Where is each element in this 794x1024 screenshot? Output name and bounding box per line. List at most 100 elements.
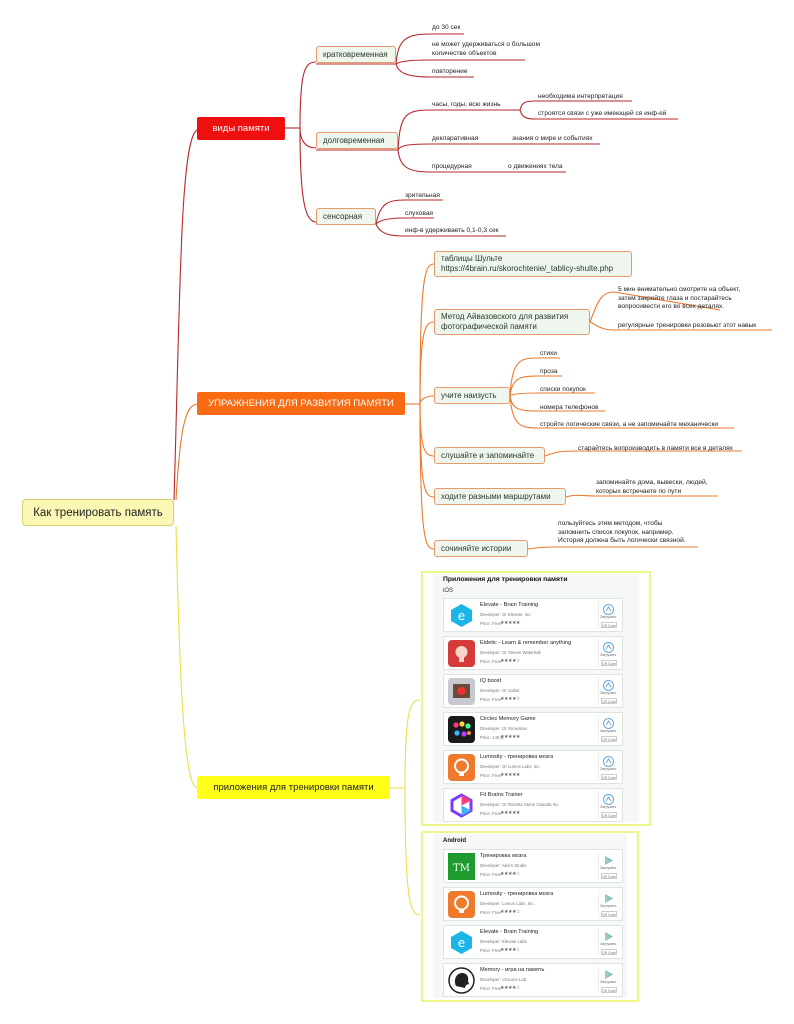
leaf-short-repetition: повторение xyxy=(432,68,468,75)
download-button[interactable]: Загрузить QR Code xyxy=(598,890,619,918)
app-rating: ★★★★★ xyxy=(500,620,520,626)
svg-text:TM: TM xyxy=(453,863,470,874)
root-node[interactable]: Как тренировать память xyxy=(22,499,174,526)
eidetic-icon xyxy=(448,640,475,667)
download-label: Загрузить xyxy=(600,691,617,695)
app-price: Price: Free xyxy=(480,621,502,626)
qr-code-button[interactable]: QR Code xyxy=(601,660,617,666)
app-store-icon xyxy=(603,754,614,767)
download-label: Загрузить xyxy=(600,866,617,870)
node-sensory[interactable]: сенсорная xyxy=(316,208,376,225)
svg-text:e: e xyxy=(458,609,465,623)
wire-root-apps xyxy=(175,525,198,789)
qr-code-button[interactable]: QR Code xyxy=(601,949,617,955)
leaf-learn-prose: проза xyxy=(540,368,558,375)
branch-apps[interactable]: приложения для тренировки памяти xyxy=(197,776,390,799)
qr-code-button[interactable]: QR Code xyxy=(601,911,617,917)
qr-code-button[interactable]: QR Code xyxy=(601,987,617,993)
app-developer: Developer: Or Rosetta Stone Canada Inc. xyxy=(480,802,560,807)
node-short-term[interactable]: кратковременная xyxy=(316,46,396,63)
elevate-icon: e xyxy=(448,602,475,629)
qr-code-button[interactable]: QR Code xyxy=(601,873,617,879)
node-long-term[interactable]: долговременная xyxy=(316,132,398,149)
leaf-short-capacity: не может удерживаться о большом количест… xyxy=(432,41,541,57)
ios-panel-title: Приложения для тренировки памяти xyxy=(443,576,568,583)
leaf-long-declarative: декларативная xyxy=(432,135,479,142)
app-price: Price: Free xyxy=(480,910,502,915)
branch-memory-types[interactable]: виды памяти xyxy=(197,117,285,140)
leaf-stories-method: пользуйтесь этим методом, чтобы запомнит… xyxy=(558,520,686,545)
app-rating: ★★★★★ xyxy=(500,810,520,816)
app-store-icon xyxy=(603,792,614,805)
leaf-sensory-auditory: слуховая xyxy=(405,210,433,217)
download-label: Загрузить xyxy=(600,805,617,809)
app-store-icon xyxy=(603,640,614,653)
leaf-learn-poems: стихи xyxy=(540,350,557,357)
app-store-icon xyxy=(603,602,614,615)
node-different-routes[interactable]: ходите разными маршрутами xyxy=(434,488,566,505)
app-store-icon xyxy=(603,716,614,729)
app-name: Elevate - Brain Training xyxy=(480,929,539,935)
node-listen-remember[interactable]: слушайте и запоминайте xyxy=(434,447,545,464)
qr-code-button[interactable]: QR Code xyxy=(601,622,617,628)
node-schulte-tables[interactable]: таблицы Шульте https://4brain.ru/skoroch… xyxy=(434,251,632,277)
app-price: Price: Free xyxy=(480,986,502,991)
app-store-icon xyxy=(603,678,614,691)
app-price: Price: Free xyxy=(480,948,502,953)
app-developer: Developer: Or Snowman xyxy=(480,726,528,731)
lumosity-icon xyxy=(448,754,475,781)
app-price: Price: 149 р. xyxy=(480,735,505,740)
app-price: Price: Free xyxy=(480,697,502,702)
memory-head-icon xyxy=(448,967,475,994)
android-platform-label: Android xyxy=(443,838,466,844)
node-aivazovsky-method[interactable]: Метод Айвазовского для развития фотограф… xyxy=(434,309,590,335)
node-learn-by-heart[interactable]: учите наизусть xyxy=(434,387,510,404)
app-developer: Developer: Or Lumos Labs, Inc. xyxy=(480,764,541,769)
app-rating: ★★★★☆ xyxy=(500,985,520,991)
download-label: Загрузить xyxy=(600,904,617,908)
leaf-long-connections: строятся связи с уже имеющей ся инф-ей xyxy=(538,110,667,117)
app-name: Тренировка мозга xyxy=(480,853,527,859)
elevate-icon: e xyxy=(448,929,475,956)
app-developer: Developer: Or Elevate, Inc. xyxy=(480,612,532,617)
leaf-learn-shopping: списки покупок xyxy=(540,386,586,393)
qr-code-button[interactable]: QR Code xyxy=(601,698,617,704)
app-developer: Developer: Or Steven Waterhall xyxy=(480,650,541,655)
app-price: Price: Free xyxy=(480,659,502,664)
leaf-sensory-duration: инф-в удерживаеть 0,1-0,3 сек xyxy=(405,227,499,234)
download-button[interactable]: Загрузить QR Code xyxy=(598,852,619,880)
download-label: Загрузить xyxy=(600,942,617,946)
app-name: IQ boost xyxy=(480,678,502,684)
app-name: Lumosity - тренировка мозга xyxy=(480,891,554,897)
app-rating: ★★★★☆ xyxy=(500,947,520,953)
qr-code-button[interactable]: QR Code xyxy=(601,736,617,742)
app-name: Eidetic - Learn & remember anything xyxy=(480,640,572,646)
app-rating: ★★★★☆ xyxy=(500,696,520,702)
branch-exercises[interactable]: УПРАЖНЕНИЯ ДЛЯ РАЗВИТИЯ ПАМЯТИ xyxy=(197,392,405,415)
qr-code-button[interactable]: QR Code xyxy=(601,812,617,818)
app-name: Fit Brains Trainer xyxy=(480,792,523,798)
leaf-short-30sec: до 30 сек xyxy=(432,24,461,31)
google-play-icon xyxy=(603,967,614,979)
qr-code-button[interactable]: QR Code xyxy=(601,774,617,780)
download-button[interactable]: Загрузить QR Code xyxy=(598,677,619,705)
download-button[interactable]: Загрузить QR Code xyxy=(598,928,619,956)
download-button[interactable]: Загрузить QR Code xyxy=(598,791,619,819)
node-compose-stories[interactable]: сочиняйте истории xyxy=(434,540,528,557)
app-rating: ★★★★☆ xyxy=(500,658,520,664)
